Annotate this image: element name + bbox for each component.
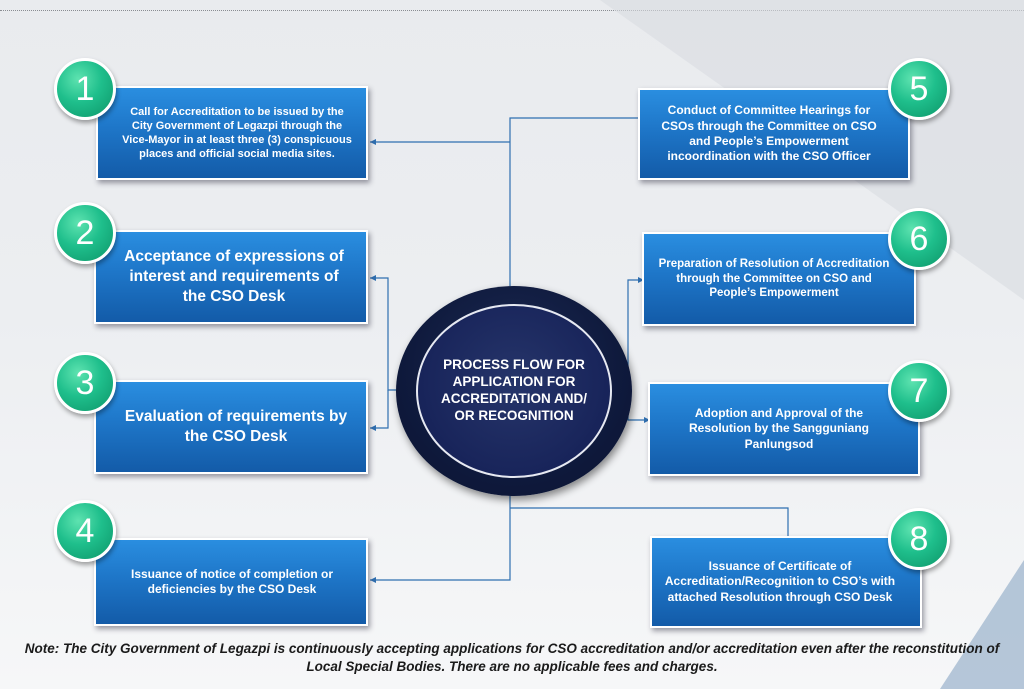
step-6-box: Preparation of Resolution of Accreditati… (642, 232, 916, 326)
footer-note: Note: The City Government of Legazpi is … (24, 641, 1000, 674)
step-1-text: Call for Accreditation to be issued by t… (122, 105, 352, 161)
step-6-number-badge: 6 (888, 208, 950, 270)
hub-title: PROCESS FLOW FOR APPLICATION FOR ACCREDI… (441, 357, 587, 423)
step-8-number-badge: 8 (888, 508, 950, 570)
step-2-box: Acceptance of expressions of interest an… (94, 230, 368, 324)
step-2-text: Acceptance of expressions of interest an… (124, 248, 344, 305)
step-7-text: Adoption and Approval of the Resolution … (689, 405, 869, 451)
step-3-number-badge: 3 (54, 352, 116, 414)
step-7-number-badge: 7 (888, 360, 950, 422)
step-8-box: Issuance of Certificate of Accreditation… (650, 536, 922, 628)
step-4-box: Issuance of notice of completion or defi… (94, 538, 368, 626)
step-3-text: Evaluation of requirements by the CSO De… (124, 408, 348, 445)
step-6-text: Preparation of Resolution of Accreditati… (658, 257, 890, 300)
step-4-number-badge: 4 (54, 500, 116, 562)
step-2-number-badge: 2 (54, 202, 116, 264)
step-7-box: Adoption and Approval of the Resolution … (648, 382, 920, 476)
step-5-number-badge: 5 (888, 58, 950, 120)
step-4-text: Issuance of notice of completion or defi… (130, 566, 334, 596)
step-5-text: Conduct of Committee Hearings for CSOs t… (661, 103, 877, 164)
step-1-box: Call for Accreditation to be issued by t… (96, 86, 368, 180)
step-1-number-badge: 1 (54, 58, 116, 120)
step-5-box: Conduct of Committee Hearings for CSOs t… (638, 88, 910, 180)
top-divider-line (0, 10, 1024, 11)
hub-circle: PROCESS FLOW FOR APPLICATION FOR ACCREDI… (416, 304, 612, 478)
step-8-text: Issuance of Certificate of Accreditation… (664, 558, 896, 604)
step-3-box: Evaluation of requirements by the CSO De… (94, 380, 368, 474)
